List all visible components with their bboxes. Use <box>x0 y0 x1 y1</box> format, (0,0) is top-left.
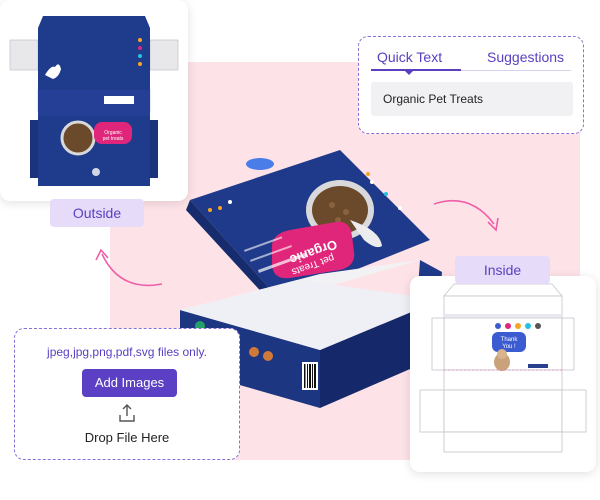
outside-dieline-image: Organic pet treats <box>9 16 179 186</box>
tab-divider <box>371 70 571 71</box>
curved-arrow-right-icon <box>433 200 499 232</box>
drop-zone-text: Drop File Here <box>84 430 170 445</box>
svg-text:Thank: Thank <box>501 337 519 343</box>
outside-label[interactable]: Outside <box>50 199 144 227</box>
svg-text:You !: You ! <box>502 344 516 350</box>
inside-preview-card[interactable]: Thank You ! <box>410 276 596 472</box>
active-tab-caret <box>405 71 413 75</box>
curved-arrow-left-icon <box>95 248 163 287</box>
upload-icon[interactable] <box>118 403 136 423</box>
tab-suggestions[interactable]: Suggestions <box>487 49 565 65</box>
inside-dieline-image: Thank You ! <box>419 283 587 453</box>
inside-label[interactable]: Inside <box>455 256 550 284</box>
active-tab-underline <box>371 69 461 71</box>
quick-text-field[interactable]: Organic Pet Treats <box>371 82 573 116</box>
tab-quick-text[interactable]: Quick Text <box>377 49 443 65</box>
svg-text:pet treats: pet treats <box>103 136 124 142</box>
svg-text:Organic: Organic <box>104 130 122 136</box>
upload-card[interactable]: jpeg,jpg,png,pdf,svg files only. Add Ima… <box>14 328 240 460</box>
quick-text-card: Quick Text Suggestions Organic Pet Treat… <box>358 36 584 134</box>
box-mockup-image: Organic pet Treats <box>180 150 442 408</box>
add-images-button[interactable]: Add Images <box>82 369 177 397</box>
file-type-note: jpeg,jpg,png,pdf,svg files only. <box>47 345 207 359</box>
outside-preview-card[interactable]: Organic pet treats <box>0 0 188 201</box>
